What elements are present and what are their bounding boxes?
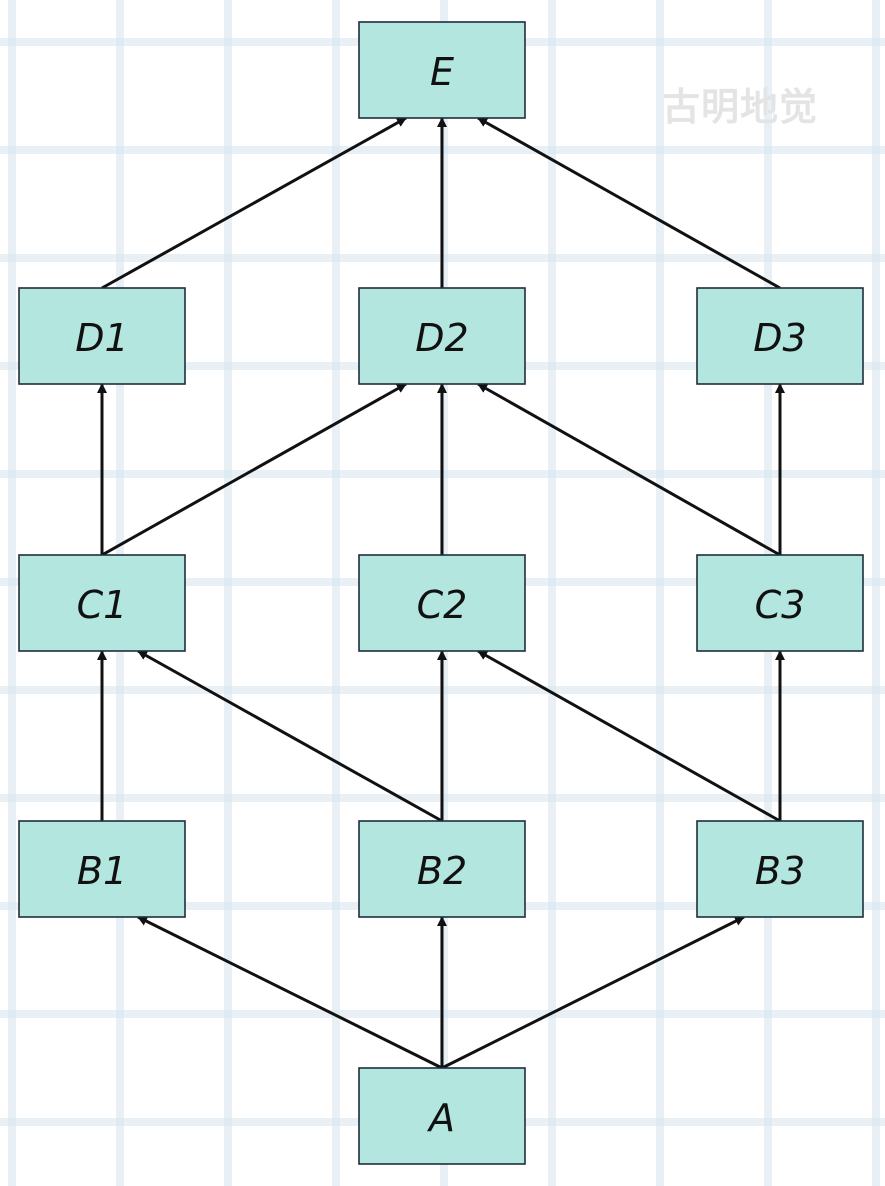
node-b2: B2 — [358, 820, 526, 918]
node-label: D1 — [75, 316, 128, 360]
node-box — [358, 21, 526, 119]
node-label: A — [426, 1096, 455, 1140]
node-label: B1 — [77, 849, 127, 893]
node-label: C2 — [417, 583, 468, 627]
node-box — [18, 820, 186, 918]
node-box — [18, 287, 186, 385]
node-box — [18, 554, 186, 652]
node-d2: D2 — [358, 287, 526, 385]
node-box — [696, 287, 864, 385]
node-label: B2 — [417, 849, 467, 893]
watermark: 古明地觉 — [662, 85, 819, 129]
node-b1: B1 — [18, 820, 186, 918]
node-e: E — [358, 21, 526, 119]
node-c1: C1 — [18, 554, 186, 652]
edge-A-to-B3 — [441, 915, 745, 1070]
node-a: A — [358, 1067, 526, 1165]
edge-D3-to-E — [477, 116, 781, 290]
node-label: B3 — [755, 849, 805, 893]
node-label: C3 — [755, 583, 806, 627]
node-box — [696, 820, 864, 918]
node-box — [358, 1067, 526, 1165]
edge-D1-to-E — [101, 116, 407, 290]
node-b3: B3 — [696, 820, 864, 918]
node-box — [696, 554, 864, 652]
edge-A-to-B1 — [137, 915, 443, 1070]
node-label: C1 — [77, 583, 128, 627]
node-label: E — [430, 50, 454, 94]
edge-C1-to-D2 — [101, 382, 407, 557]
edge-B2-to-C1 — [137, 649, 443, 823]
node-d1: D1 — [18, 287, 186, 385]
node-label: D2 — [415, 316, 468, 360]
node-c3: C3 — [696, 554, 864, 652]
edge-C3-to-D2 — [477, 382, 781, 557]
node-box — [358, 287, 526, 385]
node-label: D3 — [753, 316, 806, 360]
node-box — [358, 554, 526, 652]
node-box — [358, 820, 526, 918]
node-d3: D3 — [696, 287, 864, 385]
node-c2: C2 — [358, 554, 526, 652]
edge-B3-to-C2 — [477, 649, 781, 823]
